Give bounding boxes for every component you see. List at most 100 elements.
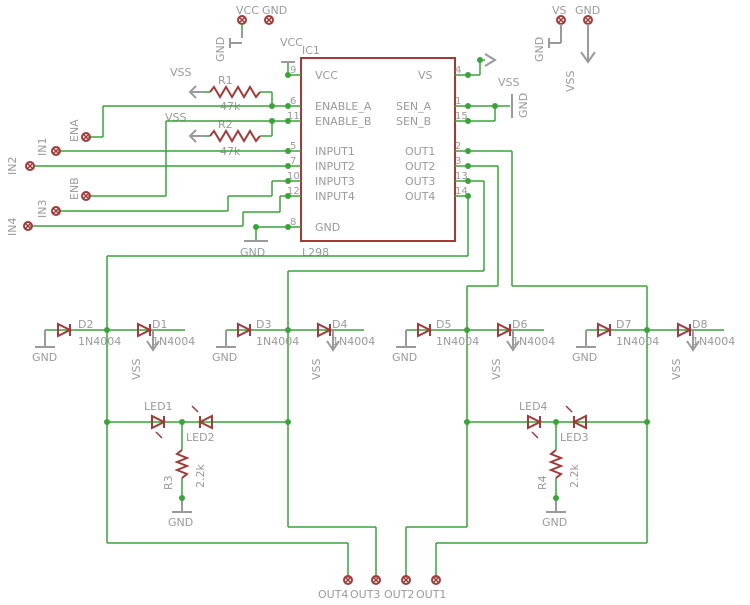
vss-label-sense: VSS	[498, 76, 520, 89]
gnd-label-d5: GND	[392, 351, 417, 364]
pin-num-9: 9	[290, 65, 296, 76]
d1-name: D1	[152, 318, 167, 331]
r4-value: 2.2k	[568, 464, 581, 488]
in3-connector[interactable]	[51, 206, 61, 216]
d1-part: 1N4004	[152, 335, 195, 348]
pin-label-input1: INPUT1	[315, 145, 355, 158]
diode-gnd-symbols	[35, 330, 596, 348]
ic-name-label: IC1	[302, 44, 320, 57]
vcc-connector-label: VCC	[236, 4, 259, 17]
pin-num-1: 1	[455, 96, 461, 107]
d5-name: D5	[436, 318, 451, 331]
enb-connector[interactable]	[81, 191, 91, 201]
pin-num-7: 7	[290, 156, 296, 167]
out1-connector[interactable]	[431, 575, 441, 585]
out4-connector[interactable]	[343, 575, 353, 585]
r3-value: 2.2k	[194, 464, 207, 488]
d4-part: 1N4004	[332, 335, 375, 348]
r3-resistor	[174, 449, 190, 479]
pin-num-11: 11	[287, 111, 300, 122]
out2-label: OUT2	[384, 588, 414, 601]
d6-name: D6	[512, 318, 527, 331]
led2	[191, 405, 213, 430]
pin-num-3: 3	[455, 156, 461, 167]
pin-label-out1: OUT1	[405, 145, 435, 158]
pin-num-12: 12	[287, 186, 300, 197]
vs-net	[468, 53, 497, 76]
gnd-symbol-top-left	[229, 30, 243, 48]
gnd-label-d3: GND	[212, 351, 237, 364]
d8-diode	[677, 322, 693, 338]
led4	[527, 414, 543, 439]
led4-label: LED4	[519, 400, 548, 413]
pin-label-input2: INPUT2	[315, 160, 355, 173]
ic-part-label: L298	[302, 246, 329, 259]
led-gnd-symbols	[172, 498, 566, 513]
r4-resistor	[548, 449, 564, 479]
d3-part: 1N4004	[256, 335, 299, 348]
pin-num-14: 14	[455, 186, 468, 197]
in2-connector[interactable]	[25, 161, 35, 171]
pin-num-10: 10	[287, 171, 300, 182]
pin-num-2: 2	[455, 141, 461, 152]
led3-label: LED3	[560, 431, 589, 444]
pin-label-sen-a: SEN_A	[396, 100, 432, 113]
d7-diode	[597, 322, 613, 338]
gnd-label-top-left: GND	[214, 37, 227, 62]
ena-connector[interactable]	[81, 132, 91, 142]
led2-label: LED2	[186, 431, 215, 444]
out3-label: OUT3	[350, 588, 380, 601]
vss-label-r1: VSS	[170, 66, 192, 79]
pin-label-vcc: VCC	[315, 69, 338, 82]
gnd-connector-label-right: GND	[575, 4, 600, 17]
in1-connector[interactable]	[51, 146, 61, 156]
vcc-connector[interactable]	[237, 15, 247, 30]
vss-label-d8: VSS	[670, 358, 683, 380]
d2-diode	[57, 322, 73, 338]
vs-connector-label: VS	[552, 4, 567, 17]
vss-arrow-top-right	[580, 24, 596, 64]
pin-label-input3: INPUT3	[315, 175, 355, 188]
gnd-connector-top-right[interactable]	[583, 15, 593, 25]
pin-label-out4: OUT4	[405, 190, 435, 203]
d2-name: D2	[78, 318, 93, 331]
in2-label: IN2	[6, 157, 19, 175]
d7-part: 1N4004	[616, 335, 659, 348]
output-nets	[106, 150, 648, 578]
r4-name: R4	[536, 475, 549, 490]
gnd-label-sense: GND	[517, 93, 530, 118]
pin-num-13: 13	[455, 171, 468, 182]
vs-connector[interactable]	[556, 15, 566, 25]
in4-connector[interactable]	[23, 221, 33, 231]
gnd-label-r3: GND	[168, 516, 193, 529]
vss-label-d6: VSS	[490, 358, 503, 380]
out4-label: OUT4	[318, 588, 348, 601]
pin-label-enable-a: ENABLE_A	[315, 100, 372, 113]
pin-num-15: 15	[455, 111, 468, 122]
d3-diode	[237, 322, 253, 338]
pin-label-gnd: GND	[315, 221, 340, 234]
vcc-label: VCC	[280, 36, 303, 49]
pin-num-5: 5	[290, 141, 296, 152]
out3-connector[interactable]	[371, 575, 381, 585]
d4-diode	[317, 322, 333, 338]
vss-label-r2: VSS	[165, 111, 187, 124]
in4-label: IN4	[6, 218, 19, 236]
vss-label-d4: VSS	[310, 358, 323, 380]
d5-part: 1N4004	[436, 335, 479, 348]
d6-part: 1N4004	[512, 335, 555, 348]
ic-body	[300, 57, 456, 242]
pin-label-enable-b: ENABLE_B	[315, 115, 371, 128]
gnd-label-d7: GND	[572, 351, 597, 364]
gnd-connector-top-left[interactable]	[264, 15, 274, 25]
out2-connector[interactable]	[401, 575, 411, 585]
pin-label-out2: OUT2	[405, 160, 435, 173]
d8-name: D8	[692, 318, 707, 331]
ic-gnd-net	[244, 226, 288, 242]
enb-label: ENB	[68, 177, 81, 200]
r1-name: R1	[218, 74, 233, 87]
d1-diode	[137, 322, 153, 338]
pin-label-sen-b: SEN_B	[396, 115, 431, 128]
led1-label: LED1	[144, 400, 173, 413]
gnd-label-d2: GND	[32, 351, 57, 364]
